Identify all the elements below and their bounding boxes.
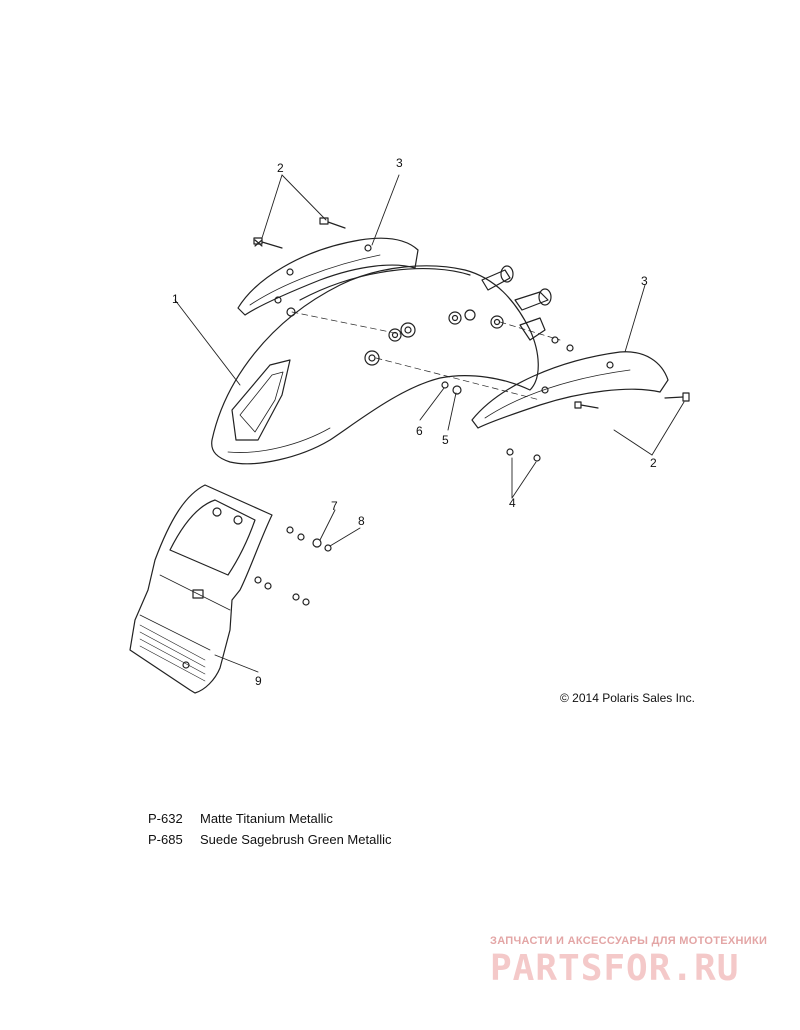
callout-3-left: 3 [396, 156, 403, 170]
side-rail-right [471, 351, 669, 429]
callout-1: 1 [172, 292, 179, 306]
rear-fender [211, 265, 552, 465]
watermark-logo: PARTSFOR.RU [490, 948, 740, 989]
paint-code-row: P-685 Suede Sagebrush Green Metallic [148, 829, 392, 850]
paint-code: P-632 [148, 811, 183, 826]
watermark-tagline: ЗАПЧАСТИ И АКСЕССУАРЫ ДЛЯ МОТОТЕХНИКИ [490, 935, 768, 947]
callout-3-right: 3 [641, 274, 648, 288]
callout-8: 8 [358, 514, 365, 528]
side-rail-left [237, 237, 419, 316]
license-plate-bracket [129, 484, 273, 694]
fasteners [254, 296, 574, 606]
callout-6: 6 [416, 424, 423, 438]
alignment-lines [291, 311, 561, 401]
callout-2-top: 2 [277, 161, 284, 175]
paint-code-row: P-632 Matte Titanium Metallic [148, 808, 392, 829]
callout-4: 4 [509, 496, 516, 510]
paint-name: Suede Sagebrush Green Metallic [200, 832, 392, 847]
paint-code-legend: P-632 Matte Titanium Metallic P-685 Suede … [148, 808, 392, 850]
callout-7: 7 [331, 499, 338, 513]
leader-lines [174, 174, 685, 673]
callout-2-right: 2 [650, 456, 657, 470]
paint-name: Matte Titanium Metallic [200, 811, 333, 826]
callout-labels: 1 2 2 3 3 4 5 6 7 8 9 [172, 156, 657, 688]
paint-code: P-685 [148, 832, 183, 847]
callout-9: 9 [255, 674, 262, 688]
copyright-notice: © 2014 Polaris Sales Inc. [560, 691, 695, 705]
callout-5: 5 [442, 433, 449, 447]
bolts [253, 217, 690, 409]
